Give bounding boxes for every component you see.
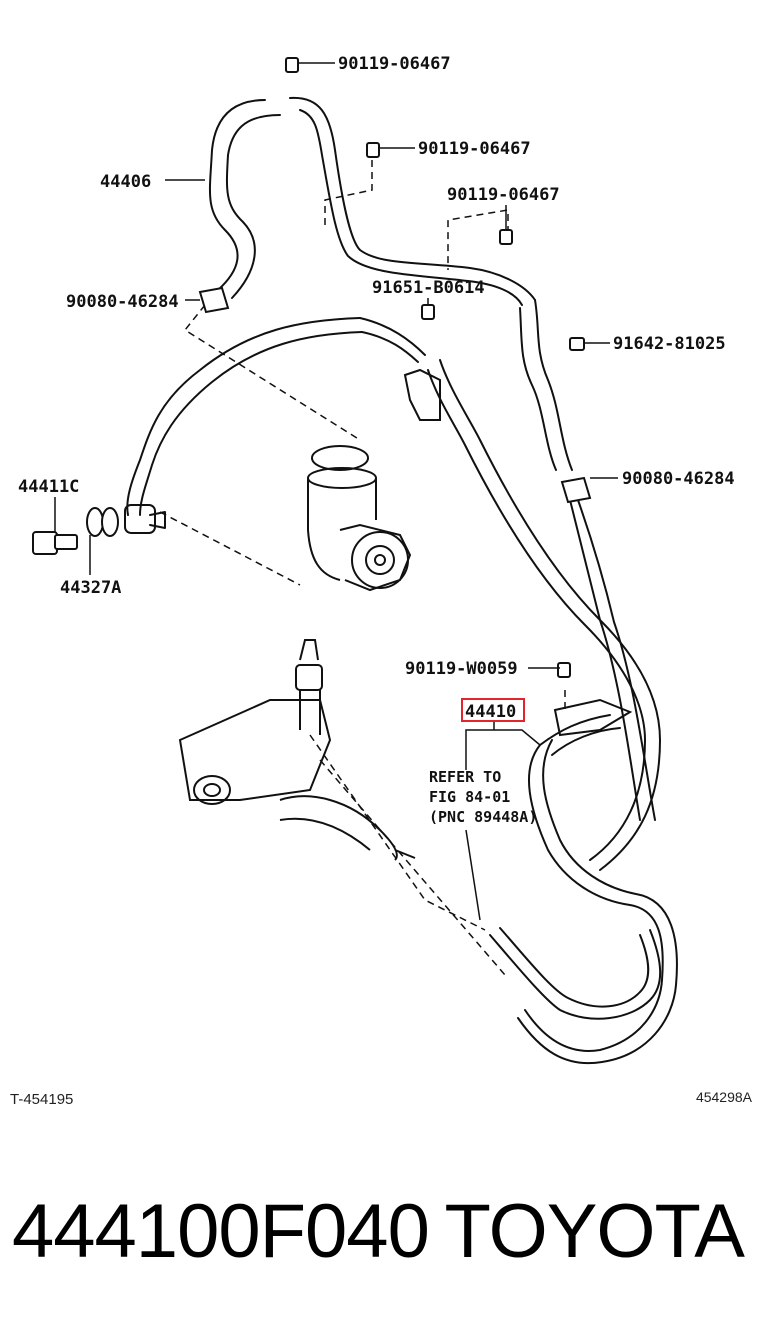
label-union-bolt: 44411C — [18, 477, 79, 497]
brand-name: TOYOTA — [444, 1189, 745, 1274]
part-number: 444100F040 — [12, 1189, 430, 1274]
label-gasket: 44327A — [60, 578, 121, 598]
leader-line — [465, 722, 541, 770]
leader-line — [465, 829, 481, 921]
power-steering-pump — [307, 445, 412, 592]
label-bolt-91651: 91651-B0614 — [372, 278, 485, 298]
label-hose-44406: 44406 — [100, 172, 151, 192]
union-bolt-icon — [32, 531, 78, 555]
union-fitting — [124, 504, 166, 534]
dashed-leader — [159, 511, 301, 586]
return-hose-44406 — [208, 99, 281, 299]
right-hose-segment — [519, 299, 573, 471]
return-tube — [489, 927, 662, 1020]
bracket-icon — [403, 368, 633, 737]
label-bolt-top: 90119-06467 — [338, 54, 451, 74]
note-line-3: (PNC 89448A) — [429, 808, 537, 826]
note-line-1: REFER TO — [429, 768, 501, 786]
label-clamp-left: 90080-46284 — [66, 292, 179, 312]
bolt-icon — [285, 57, 585, 678]
dashed-leader — [183, 304, 361, 441]
dashed-leader — [324, 160, 373, 230]
footer: 444100F040 TOYOTA — [0, 1180, 760, 1290]
label-bolt-w0059: 90119-W0059 — [405, 659, 518, 679]
note-line-2: FIG 84-01 — [429, 788, 510, 806]
dashed-leader — [447, 209, 509, 270]
label-bolt-mid: 90119-06467 — [418, 139, 531, 159]
figure-code-right: 454298A — [695, 1089, 752, 1105]
label-bolt-right: 90119-06467 — [447, 185, 560, 205]
steering-rack — [178, 639, 416, 861]
clamp-icon — [198, 286, 592, 504]
pressure-hose — [126, 317, 426, 516]
lower-hose — [427, 359, 661, 871]
highlight-box — [461, 698, 525, 722]
parts-diagram: 90119-06467 90119-06467 90119-06467 4440… — [18, 54, 735, 1065]
pressure-tube-44410 — [517, 714, 678, 1065]
figure-code-left: T-454195 — [10, 1091, 74, 1108]
label-screw-91642: 91642-81025 — [613, 334, 726, 354]
label-highlight-part: 44410 — [465, 702, 516, 722]
figure-codes: T-454195 454298A — [0, 1085, 760, 1115]
dashed-leader — [309, 734, 486, 931]
gasket-icon — [86, 507, 119, 537]
upper-hose — [289, 96, 536, 306]
label-clamp-right: 90080-46284 — [622, 469, 735, 489]
